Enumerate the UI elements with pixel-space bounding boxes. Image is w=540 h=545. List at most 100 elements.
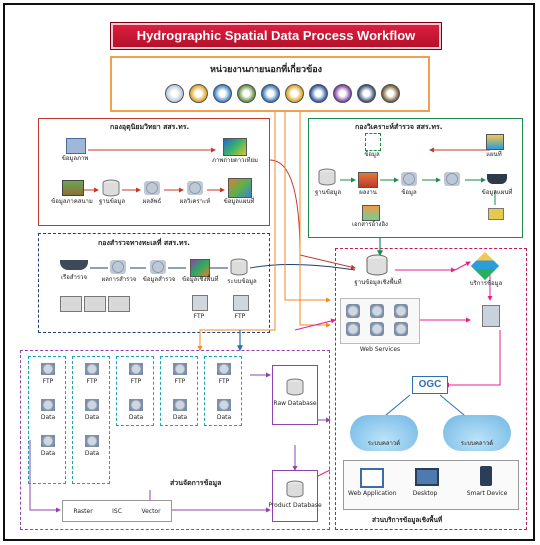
service-cluster — [346, 304, 416, 340]
process-gear-icon — [150, 260, 166, 274]
gistda-cat-icon — [189, 84, 208, 103]
server-icon — [192, 295, 208, 311]
server-icon — [41, 435, 55, 447]
dm-item-label: Data — [84, 450, 100, 457]
hyd-f-label: ข้อมูลแผนที่ — [481, 189, 513, 196]
dm-item-label: Data — [40, 450, 56, 457]
ogc-logo-icon: OGC — [412, 376, 448, 394]
dm-item-label: Data — [216, 414, 232, 421]
client-smart-device-label: Smart Device — [466, 490, 508, 497]
cloud-left-label: ระบบคลาวด์ — [367, 440, 401, 447]
sur-e-label: ระบบข้อมูล — [227, 278, 257, 285]
process-gear-icon — [444, 172, 460, 186]
server-icon — [129, 399, 143, 411]
seal-icon — [357, 84, 376, 103]
dm-item-label: FTP — [130, 378, 142, 385]
ocean-r4-label: ผลวิเคราะห์ — [179, 198, 211, 205]
hydrography-header: กองวิเคราะห์สำรวจ สสร.ทร. — [355, 123, 443, 131]
ocean-r2-label: ฐานข้อมูล — [98, 198, 126, 205]
server-icon — [394, 304, 408, 318]
diagram-frame — [3, 3, 535, 541]
bottom-output-label: Vector — [141, 508, 161, 515]
sur-a-label: เรือสำรวจ — [60, 274, 87, 281]
server-icon — [85, 363, 99, 375]
server-icon — [370, 322, 384, 336]
hyd-c-label: ข้อมูล — [401, 189, 417, 196]
database-icon — [230, 258, 248, 276]
agency-logo-icon — [333, 84, 352, 103]
tide-gauge-icon — [488, 208, 504, 220]
oceanography-header: กองอุตุนิยมวิทยา สสร.ทร. — [110, 123, 190, 131]
cloud-icon — [350, 415, 418, 451]
server-icon — [217, 399, 231, 411]
services-caption: ส่วนบริการข้อมูลเชิงพื้นที่ — [372, 516, 443, 524]
dm-item-label: FTP — [174, 378, 186, 385]
process-gear-icon — [187, 181, 203, 195]
agencies-header: หน่วยงานภายนอกที่เกี่ยวข้อง — [210, 65, 323, 75]
server-icon — [41, 399, 55, 411]
client-desktop-label: Desktop — [412, 490, 438, 497]
dm-item-label: FTP — [42, 378, 54, 385]
sur-c-label: ข้อมูลสำรวจ — [142, 276, 176, 283]
hyd-a-label: ข้อมูล — [364, 151, 380, 158]
bottom-output-label: Raster — [73, 508, 93, 515]
core-database-icon — [366, 254, 388, 276]
satellite-icon — [66, 138, 86, 154]
hydrography-section — [308, 118, 523, 238]
survey-section — [38, 233, 270, 333]
server-icon — [129, 363, 143, 375]
oceanography-section — [38, 118, 270, 226]
server-icon — [173, 363, 187, 375]
map-thumbnail-icon — [228, 178, 252, 198]
vessel-icon — [487, 174, 507, 184]
web-browser-icon — [360, 468, 384, 488]
warehouse-icon — [60, 296, 82, 312]
raw-db-label: Raw Database — [273, 400, 317, 407]
ocean-top-label: ข้อมูลภาพ — [61, 155, 89, 162]
ocean-map-label: ภาพถ่ายดาวเทียม — [212, 157, 258, 164]
bottom-output-label: ISC — [112, 508, 122, 515]
map-thumbnail-icon — [190, 259, 210, 277]
server-icon — [41, 363, 55, 375]
database-icon — [286, 480, 304, 498]
bottom-output-items: Raster ISC Vector — [66, 503, 168, 521]
web-services-label: Web Services — [359, 346, 401, 353]
dm-item-label: FTP — [86, 378, 98, 385]
warehouse-icon — [84, 296, 106, 312]
server-icon — [85, 435, 99, 447]
database-icon — [286, 378, 304, 396]
hyd-g-label: เอกสารอ้างอิง — [352, 221, 388, 228]
server-icon — [394, 322, 408, 336]
hyd-e-label: แผนที่ — [486, 151, 502, 158]
services-section — [335, 248, 527, 530]
emblem-icon — [237, 84, 256, 103]
server-icon — [370, 304, 384, 318]
sur-d-label: ข้อมูลเชิงพื้นที่ — [182, 276, 219, 283]
dm-item-label: Data — [40, 414, 56, 421]
emblem-icon — [261, 84, 280, 103]
database-icon — [102, 179, 120, 197]
desktop-icon — [415, 468, 439, 486]
warehouse-icon — [108, 296, 130, 312]
dm-item-label: FTP — [218, 378, 230, 385]
dm-caption: ส่วนจัดการข้อมูล — [170, 479, 222, 487]
services-box-label: บริการข้อมูล — [469, 280, 503, 287]
document-icon — [365, 133, 381, 151]
dm-column: FTP Data — [204, 356, 242, 426]
server-icon — [482, 305, 500, 327]
server-icon — [346, 322, 360, 336]
diagram-title: Hydrographic Spatial Data Process Workfl… — [110, 22, 442, 50]
database-icon — [318, 168, 336, 186]
ocean-r5-label: ข้อมูลแผนที่ — [223, 198, 255, 205]
server-icon — [217, 363, 231, 375]
hyd-d-label: ฐานข้อมูล — [314, 189, 342, 196]
client-web-label: Web Application — [348, 490, 397, 497]
crest-icon — [309, 84, 328, 103]
crest-icon — [285, 84, 304, 103]
server-icon — [346, 304, 360, 318]
